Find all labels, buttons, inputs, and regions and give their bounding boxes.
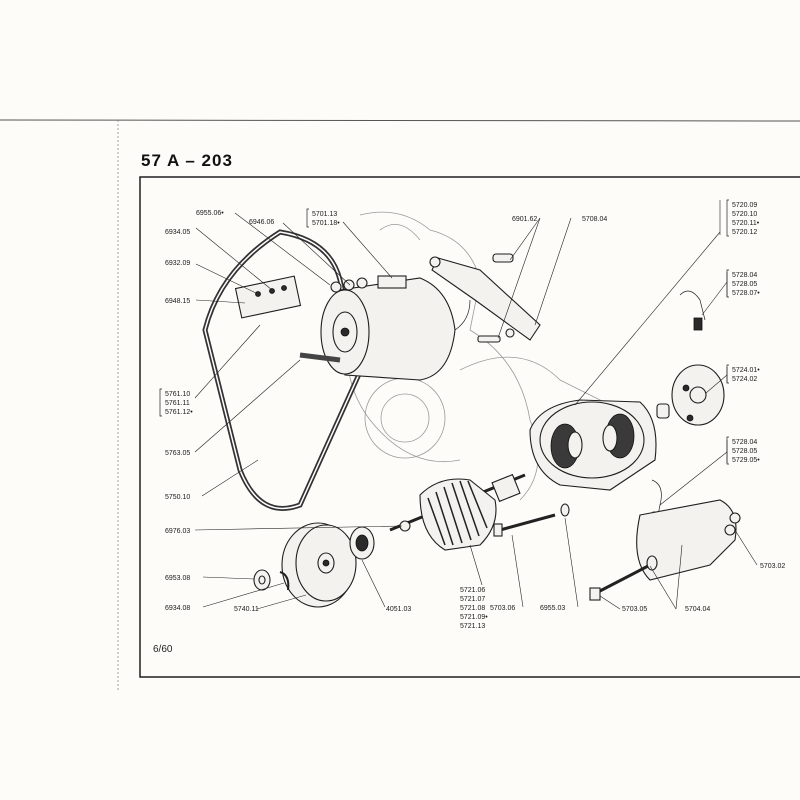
label-5720-11: 5720.11•	[732, 220, 760, 227]
label-5720-10: 5720.10	[732, 211, 757, 218]
label-5720-12: 5720.12	[732, 229, 757, 236]
label-5724-02: 5724.02	[732, 376, 757, 383]
leader-lines	[194, 200, 758, 610]
label-6901-62: 6901.62	[512, 216, 537, 223]
label-5763-05: 5763.05	[165, 450, 190, 457]
generator	[299, 275, 471, 381]
bolt-5703-05	[589, 555, 658, 601]
label-6934-08: 6934.08	[165, 605, 190, 612]
label-5728-05-lower: 5728.05	[732, 448, 757, 455]
label-5721-06: 5721.06	[460, 587, 485, 594]
nut-6934	[279, 571, 290, 591]
label-5750-10: 5750.10	[165, 494, 190, 501]
voltage-regulator	[234, 275, 302, 319]
label-5720-09: 5720.09	[732, 202, 757, 209]
label-5761-12: 5761.12•	[165, 409, 193, 416]
label-5761-11: 5761.11	[165, 400, 190, 407]
bracket-5708	[429, 253, 541, 343]
label-6934-05: 6934.05	[165, 229, 190, 236]
armature	[389, 473, 526, 551]
bolt-5703-06	[493, 513, 556, 537]
label-5708-04: 5708.04	[582, 216, 607, 223]
label-6976-03: 6976.03	[165, 528, 190, 535]
label-5721-13: 5721.13	[460, 623, 485, 630]
label-6932-09: 6932.09	[165, 260, 190, 267]
label-5703-02: 5703.02	[760, 563, 785, 570]
page-number: 6/60	[153, 644, 173, 655]
spacer-6953	[253, 569, 271, 591]
label-4051-03: 4051.03	[386, 606, 411, 613]
label-6955-06: 6955.06•	[196, 210, 224, 217]
label-5728-04-upper: 5728.04	[732, 272, 757, 279]
label-5721-07: 5721.07	[460, 596, 485, 603]
bearing	[349, 526, 375, 560]
label-5704-04: 5704.04	[685, 606, 710, 613]
label-5729-05: 5729.05•	[732, 457, 760, 464]
label-5703-06: 5703.06	[490, 605, 515, 612]
label-5701-18: 5701.18•	[312, 220, 340, 227]
label-5728-04-lower: 5728.04	[732, 439, 757, 446]
washer-6955	[560, 503, 570, 517]
label-5721-08: 5721.08	[460, 605, 485, 612]
label-5703-05: 5703.05	[622, 606, 647, 613]
end-plate	[656, 364, 725, 426]
stator-housing	[529, 399, 657, 491]
label-6955-03: 6955.03	[540, 605, 565, 612]
label-5728-05-upper: 5728.05	[732, 281, 757, 288]
label-5701-13: 5701.13	[312, 211, 337, 218]
page-title: 57 A – 203	[141, 151, 233, 170]
part-labels: 6955.06• 6946.06 5701.13 5701.18• 6934.0…	[165, 202, 785, 630]
label-6953-08: 6953.08	[165, 575, 190, 582]
label-6948-15: 6948.15	[165, 298, 190, 305]
v-belt	[202, 229, 363, 511]
label-6946-06: 6946.06	[249, 219, 274, 226]
page-top-edge	[0, 119, 800, 122]
label-brackets	[159, 199, 729, 465]
label-5761-10: 5761.10	[165, 391, 190, 398]
label-5728-07: 5728.07•	[732, 290, 760, 297]
label-5724-01: 5724.01•	[732, 367, 760, 374]
label-5721-09: 5721.09•	[460, 614, 488, 621]
pulley	[281, 522, 357, 608]
rear-cover	[636, 499, 741, 581]
brush-upper	[679, 290, 706, 331]
diagram-frame	[139, 176, 800, 678]
label-5740-11: 5740.11	[234, 606, 259, 613]
